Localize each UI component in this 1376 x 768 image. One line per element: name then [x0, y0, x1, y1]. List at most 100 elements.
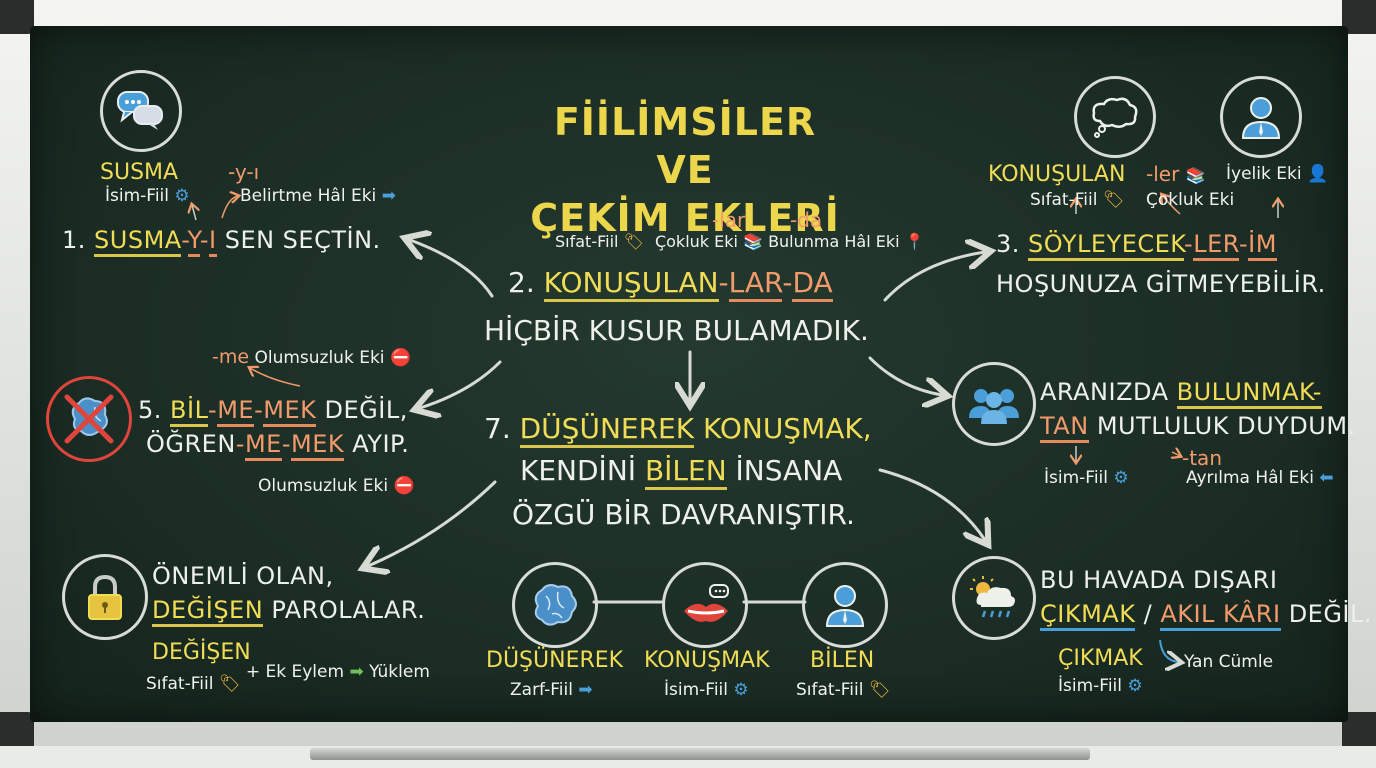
s4-l1b: BULUNMAK-: [1176, 378, 1322, 409]
s2-type1: Sıfat-Fiil: [555, 232, 619, 251]
s3-num: 3.: [996, 230, 1020, 258]
chalk-tray: [310, 748, 1090, 760]
books-icon: 📚: [1185, 166, 1206, 185]
s4-l2a: TAN: [1040, 412, 1089, 443]
s5-bottom-desc: Olumsuzluk Eki: [258, 476, 389, 496]
s3-type3-text: İyelik Eki: [1226, 164, 1302, 184]
s4-line1: ARANIZDA BULUNMAK-: [1040, 378, 1322, 409]
s5-bottom: Olumsuzluk Eki ⛔: [258, 476, 415, 496]
s7-l2c: İNSANA: [735, 454, 843, 487]
gear-icon: ⚙: [1127, 676, 1143, 696]
s3-type: Sıfat-Fiil 🏷: [1030, 190, 1124, 210]
arrow-icon: ➡: [381, 186, 396, 206]
s7-w2: KONUŞMAK,: [703, 412, 872, 445]
s3-type2: Çokluk Eki: [1146, 190, 1235, 210]
group-icon: [952, 362, 1036, 446]
s1-dash: -: [199, 226, 209, 254]
s7-item-word: DÜŞÜNEREK: [486, 648, 624, 673]
s6-result: Yüklem: [369, 662, 430, 682]
s5-dash: -: [254, 396, 264, 424]
s1-suffix: -y-ı: [228, 160, 260, 184]
s1-rest: SEN SEÇTİN.: [224, 226, 381, 254]
mouth-icon: [662, 562, 748, 648]
s2-word-3: DA: [792, 266, 833, 302]
s4-line2: TAN MUTLULUK DUYDUM.: [1040, 412, 1356, 443]
s7-l2a: KENDİNİ: [520, 454, 637, 487]
speech-bubbles-icon: [100, 70, 182, 152]
arrow-to-s8: [878, 468, 985, 540]
s5-rest2: AYIP.: [352, 430, 410, 458]
no-brain-icon: [46, 376, 132, 462]
pin-icon: 📍: [904, 232, 925, 251]
s1-suffix-desc: Belirtme Hâl Eki ➡: [240, 186, 396, 206]
s2-line2: HİÇBİR KUSUR BULAMADIK.: [484, 314, 869, 347]
s3-dash: -: [1238, 230, 1249, 258]
s6-line1: ÖNEMLİ OLAN,: [152, 562, 334, 590]
s8-line1: BU HAVADA DIŞARI: [1040, 566, 1278, 594]
person-icon: 👤: [1306, 164, 1329, 184]
s3-type3: İyelik Eki 👤: [1226, 164, 1328, 184]
s1-type-text: İsim-Fiil: [105, 186, 169, 206]
s1-word-3: I: [208, 226, 217, 257]
thought-bubble-icon: [1074, 76, 1156, 158]
s3-sentence: 3. SÖYLEYECEK-LER-İM: [996, 230, 1277, 261]
s7-item-word: KONUŞMAK: [644, 648, 770, 673]
s3-type-text: Sıfat-Fiil: [1030, 190, 1098, 210]
frame-corner: [0, 712, 34, 746]
s5-dash: -: [235, 430, 245, 458]
s5-dash: -: [208, 396, 218, 424]
arrow-to-s4: [868, 356, 942, 395]
s5-q1: ÖĞREN: [146, 430, 236, 458]
title-line-2: ÇEKİM EKLERİ: [530, 196, 840, 240]
s6-word: DEĞİŞEN: [152, 596, 264, 627]
s2-sentence: 2. KONUŞULAN-LAR-DA: [508, 266, 833, 302]
brain-icon: [512, 562, 598, 648]
s3-label: KONUŞULAN: [988, 162, 1126, 187]
s3-word-3: İM: [1248, 230, 1277, 261]
s3-dash: -: [1184, 230, 1194, 258]
s7-item-type-text: İsim-Fiil: [664, 680, 728, 700]
s8-line2: ÇIKMAK / AKIL KÂRI DEĞİL.: [1040, 600, 1372, 631]
s6-rest: PAROLALAR.: [271, 596, 426, 624]
s3-suf2-text: -ler: [1146, 162, 1180, 186]
s7-line1: 7. DÜŞÜNEREK KONUŞMAK,: [484, 412, 872, 448]
s1-dash: -: [181, 226, 188, 254]
s8-w2: AKIL KÂRI: [1160, 600, 1281, 631]
books-icon: 📚: [743, 232, 763, 251]
s2-dash: -: [782, 266, 793, 299]
s8-type-text: İsim-Fiil: [1058, 676, 1122, 696]
arrow-to-s6: [368, 480, 497, 566]
s6-bottom: Sıfat-Fiil 🏷 + Ek Eylem ➡ Yüklem: [146, 662, 430, 694]
s7-item-type: İsim-Fiil ⚙: [664, 680, 749, 700]
s5-line1: 5. BİL-ME-MEK DEĞİL,: [138, 396, 408, 427]
s6-plus: + Ek Eylem: [245, 662, 345, 682]
s4-suffix-desc: Ayrılma Hâl Eki ⬅: [1186, 468, 1334, 488]
s2-suf2: -lar: [712, 208, 746, 232]
s5-top-suffix: -me: [212, 346, 250, 368]
s3-word-2: LER: [1193, 230, 1239, 261]
gear-icon: ⚙: [174, 186, 190, 206]
frame-corner: [0, 0, 34, 34]
arrow-icon: ⬅: [1319, 468, 1334, 488]
s2-type2: Çokluk Eki: [654, 232, 738, 251]
arrow-to-s5: [420, 360, 502, 408]
s3-suf2: -ler 📚: [1146, 162, 1206, 186]
s1-type: İsim-Fiil ⚙: [105, 186, 190, 206]
minus-icon: ⛔: [393, 476, 415, 496]
s2-dash: -: [718, 266, 729, 299]
s2-word-1: KONUŞULAN: [543, 266, 719, 302]
s8-type: İsim-Fiil ⚙: [1058, 676, 1143, 696]
s6-line2: DEĞİŞEN PAROLALAR.: [152, 596, 426, 627]
s1-label: SUSMA: [100, 160, 179, 185]
s3-word-1: SÖYLEYECEK: [1028, 230, 1185, 261]
s5-word-2: ME: [217, 396, 255, 427]
gear-icon: ⚙: [733, 680, 749, 700]
s4-l2b: MUTLULUK DUYDUM.: [1096, 412, 1356, 440]
s5-word-3: MEK: [263, 396, 317, 427]
s1-suffix-desc-text: Belirtme Hâl Eki: [240, 186, 377, 206]
s7-l2b: BİLEN: [644, 454, 727, 490]
s2-suf3: -da: [790, 208, 823, 232]
s5-q2: ME: [244, 430, 282, 461]
s4-suffix: -tan: [1182, 446, 1222, 470]
